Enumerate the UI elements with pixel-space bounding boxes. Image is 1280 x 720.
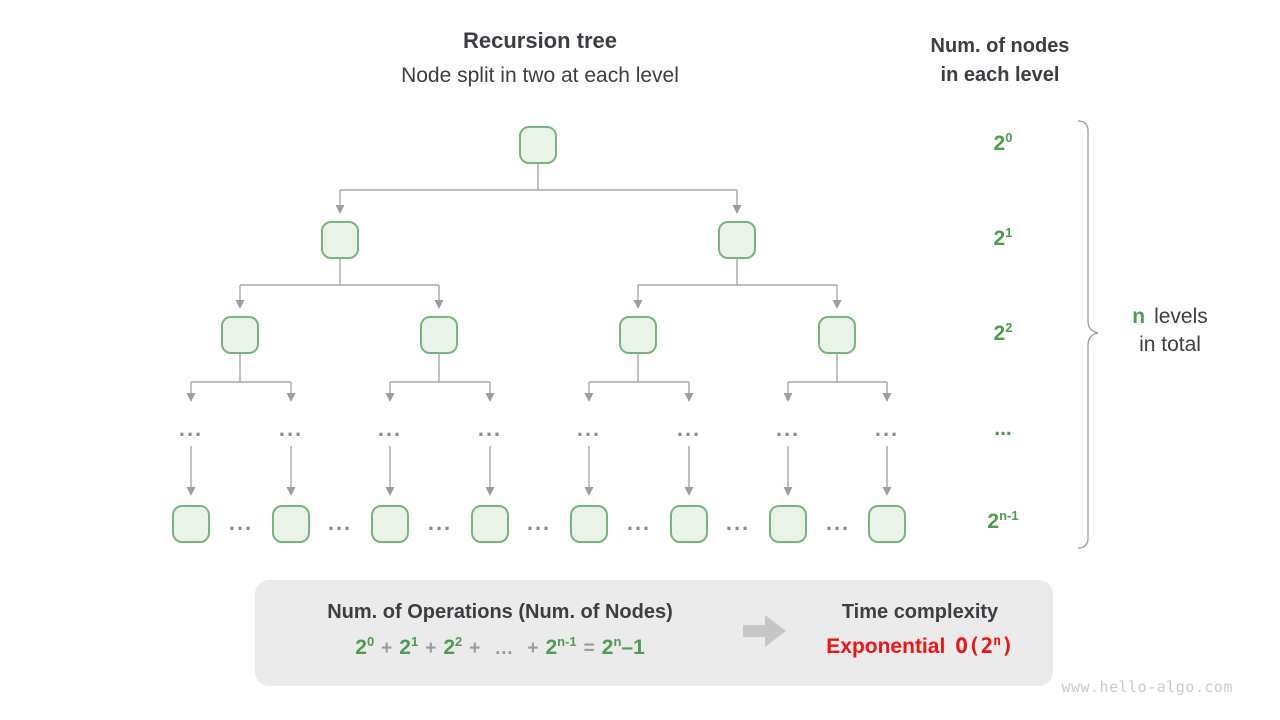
level-count-label: 21 [993, 225, 1013, 250]
level-count-label: 22 [993, 320, 1013, 345]
formula-equals: = [583, 638, 595, 659]
levels-note-n: n [1132, 305, 1146, 328]
tree-node [172, 505, 210, 543]
operations-title: Num. of Operations (Num. of Nodes) [327, 601, 673, 623]
level-count-label: 20 [993, 130, 1013, 155]
ellipsis-leaf-gap: ... [725, 510, 751, 535]
tree-node [670, 505, 708, 543]
formula-term: 2n-1 [545, 634, 577, 659]
watermark: www.hello-algo.com [1061, 678, 1233, 696]
tree-node [371, 505, 409, 543]
right-arrow-icon [743, 615, 786, 647]
tree-node [868, 505, 906, 543]
formula-operator: + [469, 638, 481, 659]
ellipsis-level3: ... [278, 416, 304, 441]
formula-operator: + [527, 638, 539, 659]
ellipsis-level3: ... [178, 416, 204, 441]
ellipsis-level3: ... [874, 416, 900, 441]
tree-node [221, 316, 259, 354]
tree-node [769, 505, 807, 543]
tree-node [718, 221, 756, 259]
right-column-header: Num. of nodes in each level [890, 32, 1110, 90]
diagram-subtitle: Node split in two at each level [401, 64, 679, 87]
tree-node [321, 221, 359, 259]
levels-note-line2: in total [1139, 333, 1201, 356]
right-header-line2: in each level [940, 64, 1060, 86]
operations-formula: 20 +21 +22 + … +2n-1 = 2n–1 [280, 634, 720, 660]
ellipsis-level3: ... [477, 416, 503, 441]
ellipsis-level3: ... [377, 416, 403, 441]
formula-operator: + [381, 638, 393, 659]
ellipsis-leaf-gap: ... [327, 510, 353, 535]
tree-node-root [519, 126, 557, 164]
complexity-word: Exponential [826, 635, 946, 658]
complexity-result: Exponential O(2n) [800, 634, 1040, 659]
tree-node [420, 316, 458, 354]
formula-term: 20 [355, 634, 375, 659]
tree-node [471, 505, 509, 543]
ellipsis-leaf-gap: ... [526, 510, 552, 535]
level-count-label: 2n-1 [987, 508, 1019, 533]
ellipsis-leaf-gap: ... [427, 510, 453, 535]
tree-node [818, 316, 856, 354]
levels-note-levels: levels [1154, 305, 1208, 328]
ellipsis-leaf-gap: ... [228, 510, 254, 535]
formula-term: 21 [399, 634, 419, 659]
tree-node [570, 505, 608, 543]
time-complexity-title: Time complexity [841, 601, 999, 623]
ellipsis-leaf-gap: ... [825, 510, 851, 535]
ellipsis-level3: ... [676, 416, 702, 441]
formula-result: 2n–1 [601, 634, 645, 659]
right-header-line1: Num. of nodes [930, 35, 1070, 57]
tree-node [619, 316, 657, 354]
formula-operator: + [425, 638, 437, 659]
ellipsis-level3: ... [775, 416, 801, 441]
diagram-title: Recursion tree [462, 28, 618, 53]
ellipsis-leaf-gap: ... [626, 510, 652, 535]
level-count-label-ellipsis: ... [994, 417, 1012, 440]
formula-term: 22 [443, 634, 463, 659]
summary-box: Num. of Operations (Num. of Nodes) 20 +21… [255, 580, 1053, 686]
complexity-big-o: O(2n) [955, 634, 1014, 658]
formula-ellipsis: … [494, 638, 514, 659]
ellipsis-level3: ... [576, 416, 602, 441]
tree-node [272, 505, 310, 543]
brace-icon [1077, 120, 1099, 549]
